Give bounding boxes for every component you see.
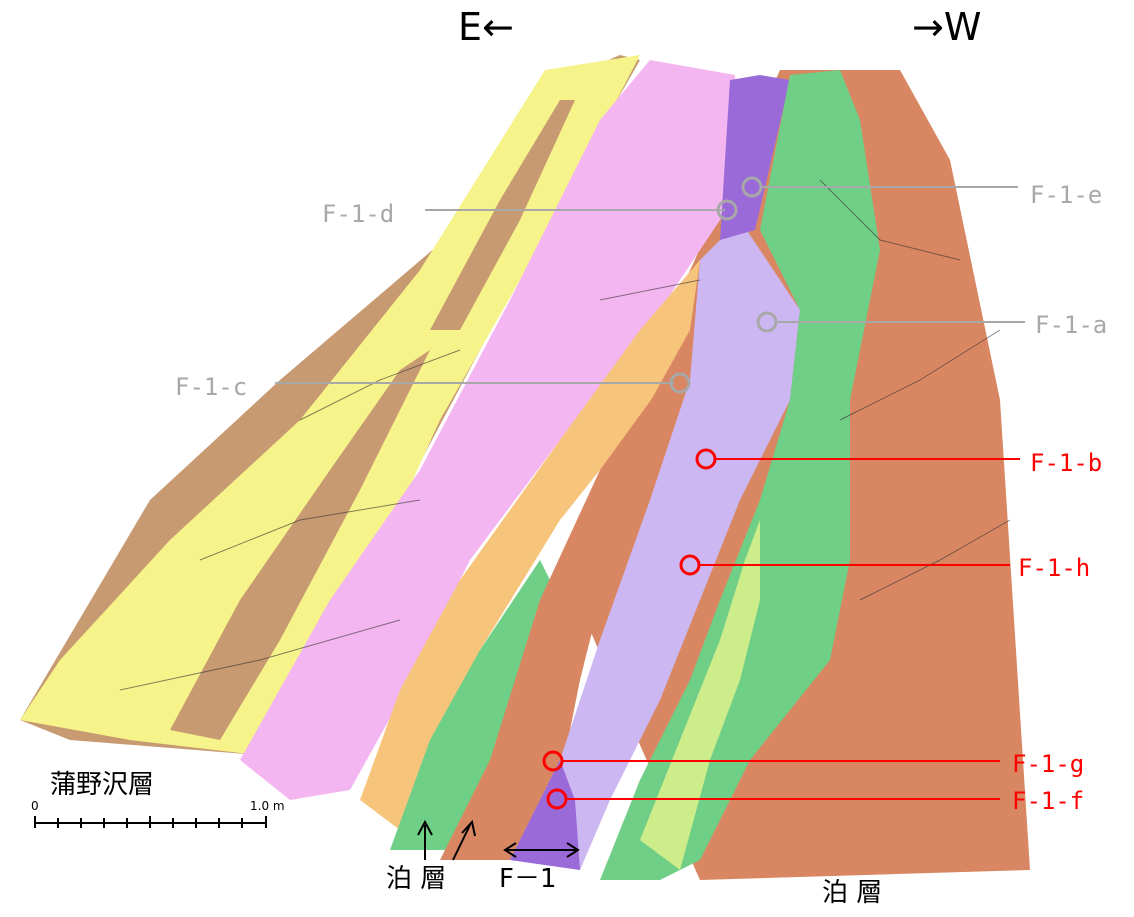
fault-label: F－1 [499, 864, 557, 894]
label-f1b: F-1-b [1030, 449, 1103, 477]
label-f1d: F-1-d [322, 200, 395, 228]
lime-strip [640, 520, 760, 870]
scale-bar [34, 816, 267, 828]
tomari-formation-label-right: 泊 層 [822, 878, 883, 908]
sample-marker-f1f [546, 788, 568, 810]
brown-stripe-2 [430, 100, 575, 330]
sample-marker-f1b [695, 448, 717, 470]
pink-zone [240, 60, 740, 800]
label-f1g: F-1-g [1012, 750, 1085, 778]
label-f1a: F-1-a [1035, 311, 1108, 339]
kamanosawa-formation-label: 蒲野沢層 [50, 770, 155, 800]
green-right-zone [600, 70, 880, 880]
crack-lines [119, 179, 1011, 691]
label-f1c: F-1-c [175, 373, 248, 401]
sample-marker-f1c [669, 372, 691, 394]
sample-marker-f1d [716, 199, 738, 221]
bottom-arrows [417, 819, 580, 861]
scale-zero-label: 0 [31, 799, 39, 813]
green-left-zone [390, 560, 560, 850]
sample-marker-f1h [679, 554, 701, 576]
sample-marker-f1a [756, 311, 778, 333]
sample-marker-f1g [542, 750, 564, 772]
tomari-formation-label-left: 泊 層 [386, 864, 447, 894]
label-f1f: F-1-f [1012, 787, 1085, 815]
label-f1e: F-1-e [1030, 181, 1103, 209]
west-direction-label: →W [912, 5, 982, 49]
salmon-middle-zone [440, 250, 720, 860]
orange-zone [360, 260, 700, 830]
sample-marker-f1e [741, 176, 763, 198]
fault-dark-purple-base [510, 760, 580, 870]
gray-leaders [275, 186, 1025, 384]
fault-dark-purple-strip [720, 75, 790, 240]
label-f1h: F-1-h [1018, 554, 1091, 582]
fault-f1-zone [510, 220, 800, 870]
east-direction-label: E← [458, 5, 514, 49]
red-leaders [563, 458, 1020, 800]
scale-max-label: 1.0 m [250, 799, 285, 813]
brown-stripe-1 [170, 350, 430, 740]
